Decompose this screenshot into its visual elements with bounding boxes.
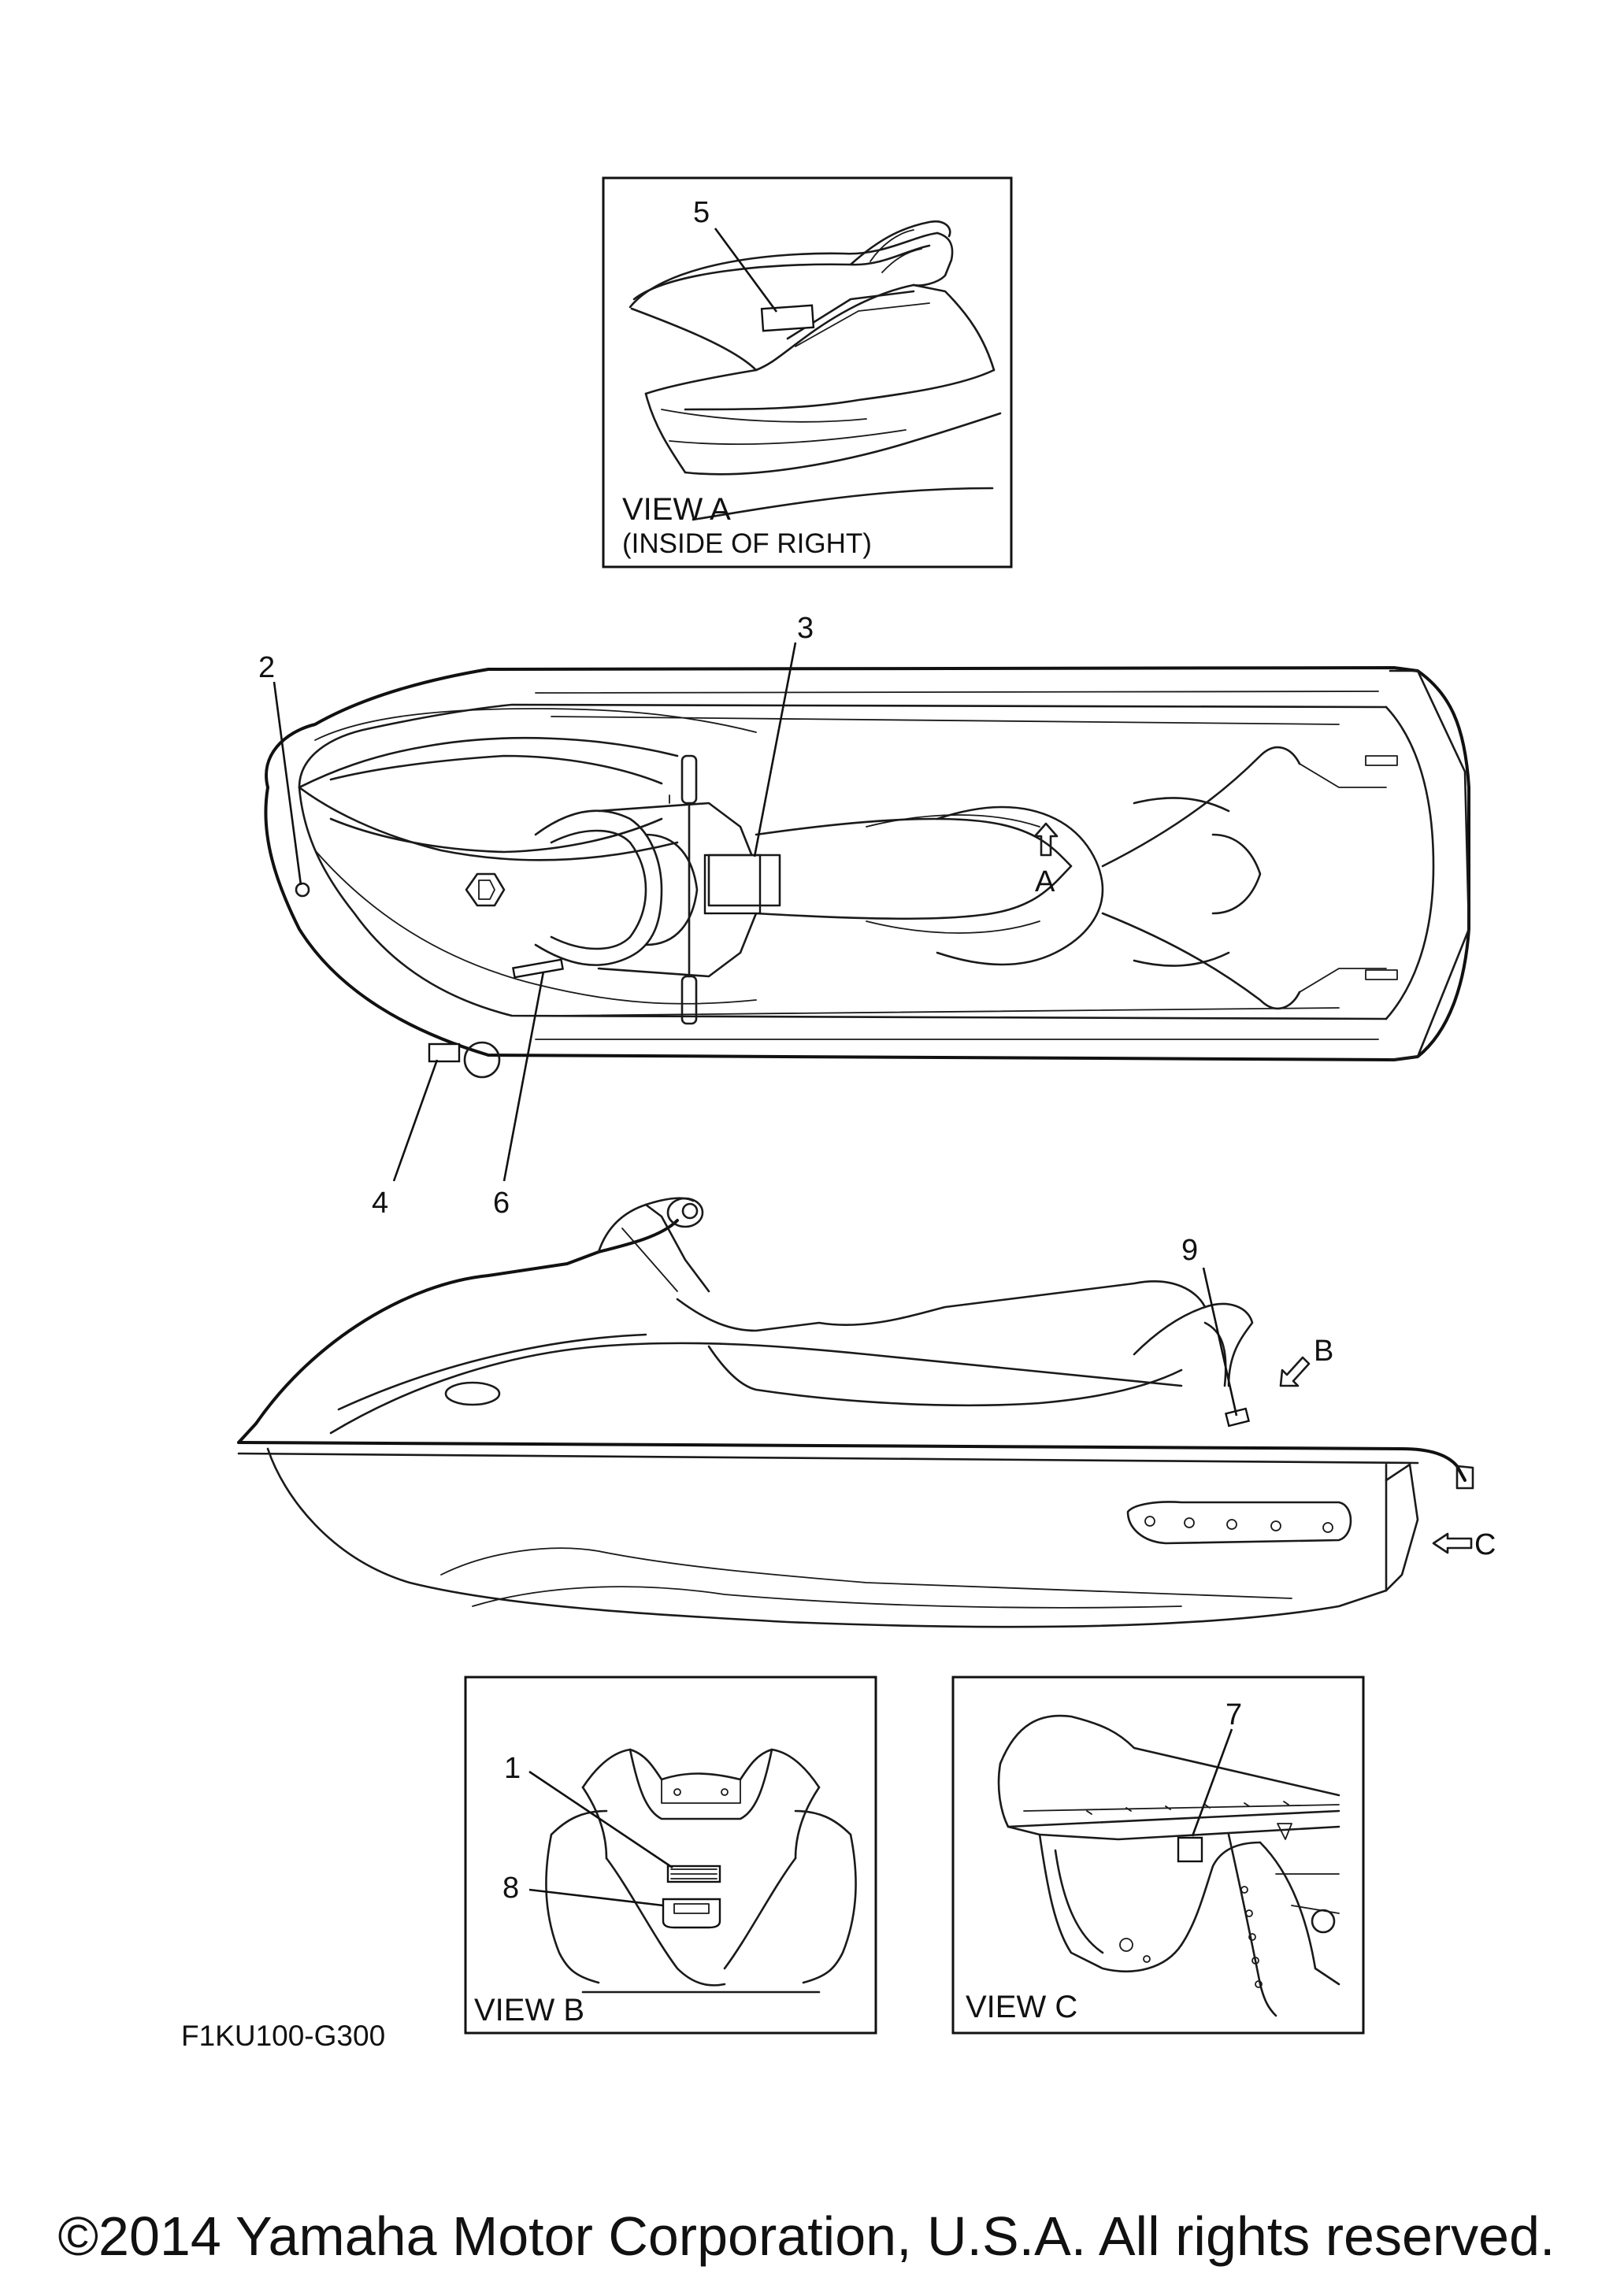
callout-4: 4 [372,1187,388,1220]
label-8-plate [662,1898,721,1929]
view-b-title: VIEW B [474,1993,584,2028]
callout-7: 7 [1226,1698,1242,1731]
callout-1: 1 [504,1752,521,1785]
callout-3: 3 [797,612,814,645]
top-view: 2 3 4 6 A [258,612,1470,1220]
view-a-hull-drawing [629,220,1002,521]
label-6-plate [512,958,564,979]
view-b-stern-drawing [545,1748,857,1994]
arrow-b-label: B [1314,1335,1333,1368]
view-c-title: VIEW C [966,1990,1077,2024]
callout-5: 5 [693,196,710,229]
arrow-c-label: C [1474,1528,1496,1561]
label-4-plate [428,1042,461,1063]
fuel-cap [463,1041,501,1079]
view-c-stern-drawing [997,1714,1340,2017]
diagram-code: F1KU100-G300 [181,2020,385,2052]
callout-9: 9 [1181,1234,1198,1267]
arrow-b-icon [1279,1356,1311,1387]
label-7-plate [1177,1836,1203,1863]
callout-8: 8 [502,1872,519,1905]
view-a-subtitle: (INSIDE OF RIGHT) [622,528,872,559]
label-2-marker [295,882,310,898]
label-9-plate [1224,1407,1251,1428]
label-5-plate [760,304,815,332]
arrow-a-label: A [1035,865,1055,898]
callout-2: 2 [258,651,275,684]
arrow-c-icon [1432,1532,1473,1554]
view-c-panel: 7 VIEW C [951,1676,1365,2035]
view-b-panel: 1 8 VIEW B [464,1676,877,2035]
copyright-notice: ©2014 Yamaha Motor Corporation, U.S.A. A… [57,2205,1556,2267]
callout-6: 6 [493,1187,510,1220]
arrow-a-icon [1033,822,1059,857]
view-a-panel: 5 VIEW A (INSIDE OF RIGHT) [602,176,1013,568]
side-view: 9 B C [237,1197,1496,1628]
label-1-plate [666,1865,721,1883]
view-a-title: VIEW A [622,492,731,527]
